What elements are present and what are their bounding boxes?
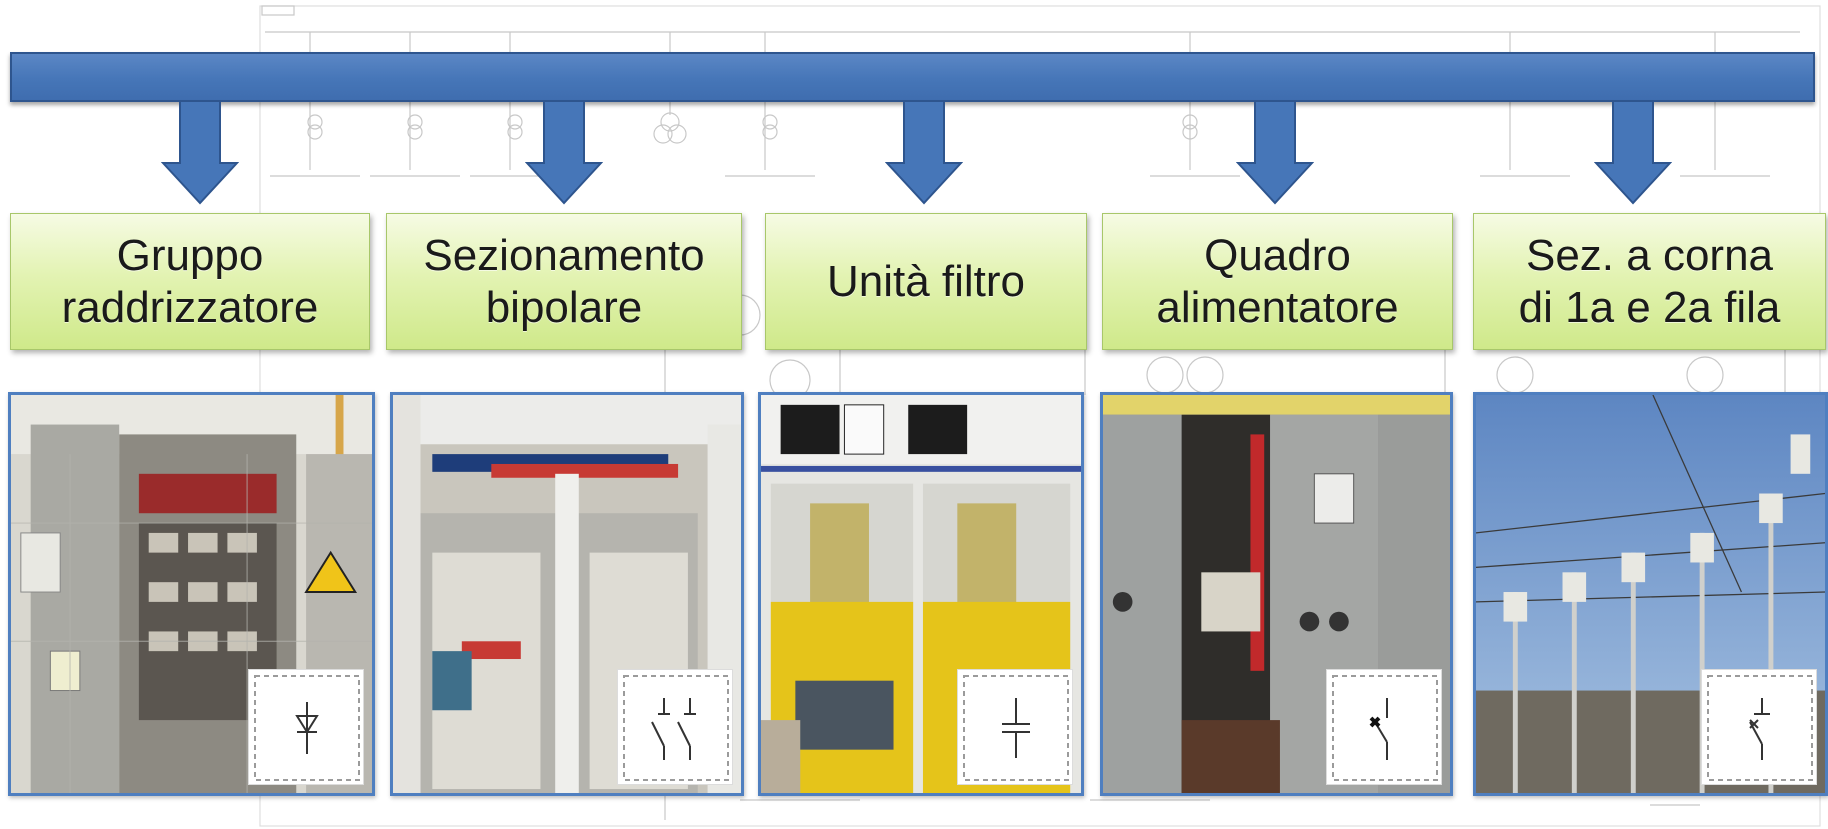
down-arrow-icon: [161, 101, 239, 205]
component-label-text: Quadro alimentatore: [1156, 230, 1399, 332]
component-label-text: Sez. a corna di 1a e 2a fila: [1518, 230, 1781, 332]
down-arrow-icon: [525, 101, 603, 205]
rectifier-cabinet-photo: [8, 392, 375, 796]
down-arrow-icon: [885, 101, 963, 205]
component-label-rectifier: Gruppo raddrizzatore: [10, 213, 370, 350]
component-label-filter: Unità filtro: [765, 213, 1087, 350]
component-label-horn-disconnector: Sez. a corna di 1a e 2a fila: [1473, 213, 1826, 350]
component-label-text: Sezionamento bipolare: [423, 230, 705, 332]
component-label-text: Unità filtro: [826, 256, 1026, 306]
component-label-feeder-switchboard: Quadro alimentatore: [1102, 213, 1453, 350]
diode-icon: [248, 669, 364, 785]
bipolar-disconnector-photo: [390, 392, 744, 796]
circuit-breaker-icon: [1326, 669, 1442, 785]
component-label-text: Gruppo raddrizzatore: [61, 230, 319, 332]
overhead-line-disconnector-photo: [1473, 392, 1828, 796]
component-label-disconnector: Sezionamento bipolare: [386, 213, 742, 350]
filter-unit-photo: [758, 392, 1084, 796]
down-arrow-icon: [1236, 101, 1314, 205]
down-arrow-icon: [1594, 101, 1672, 205]
horn-disconnector-icon: [1701, 669, 1817, 785]
bipolar-disconnector-icon: [617, 669, 733, 785]
capacitor-icon: [957, 669, 1073, 785]
main-busbar: [10, 52, 1815, 102]
feeder-switchboard-photo: [1100, 392, 1453, 796]
